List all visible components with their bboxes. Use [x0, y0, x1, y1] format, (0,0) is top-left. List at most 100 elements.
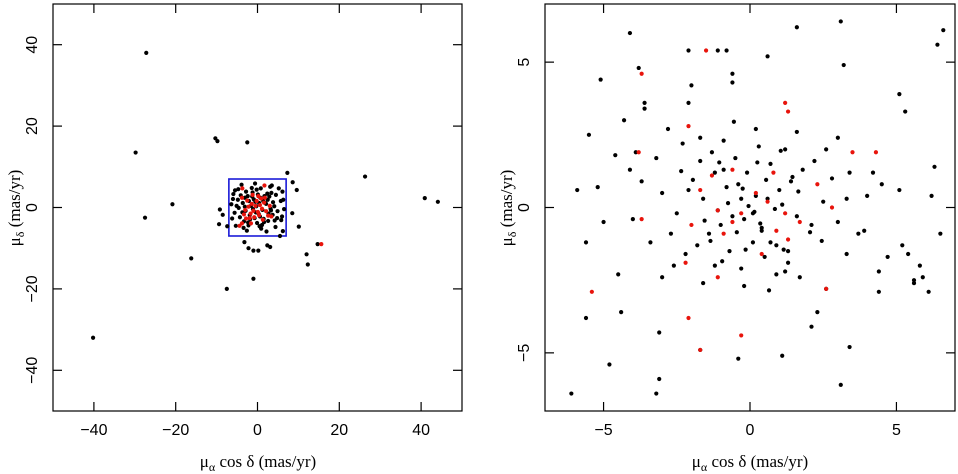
scatter-point [245, 140, 250, 145]
scatter-point [759, 225, 764, 230]
scatter-point [233, 223, 238, 228]
scatter-point [215, 139, 220, 144]
scatter-point [777, 187, 782, 193]
scatter-point [739, 266, 744, 271]
highlight-point [783, 100, 788, 105]
scatter-point [744, 170, 750, 175]
scatter-point [633, 150, 638, 155]
scatter-point [743, 247, 748, 252]
right-ylabel-delta: δ [505, 231, 519, 237]
scatter-point [935, 42, 940, 47]
scatter-point [727, 249, 732, 254]
scatter-point [217, 207, 222, 212]
scatter-point [752, 209, 757, 214]
scatter-point [569, 391, 574, 396]
scatter-point [583, 315, 589, 321]
scatter-point [252, 181, 258, 186]
scatter-point [701, 280, 706, 286]
scatter-point [765, 196, 770, 201]
scatter-point [783, 269, 788, 274]
scatter-point [766, 288, 772, 293]
scatter-point [304, 252, 309, 257]
scatter-point [601, 219, 606, 225]
highlight-point [257, 202, 263, 208]
scatter-point [736, 356, 741, 361]
scatter-point [251, 248, 256, 253]
scatter-point [225, 224, 230, 229]
scatter-point [229, 202, 234, 207]
right-scatter-points [569, 19, 946, 396]
scatter-point [774, 272, 779, 277]
highlight-point [636, 150, 641, 155]
highlight-point [850, 150, 855, 155]
y-tick-label: 20 [24, 117, 41, 135]
scatter-point [636, 65, 641, 71]
highlight-point [254, 198, 259, 204]
highlight-point [715, 208, 720, 213]
scatter-point [435, 199, 440, 204]
highlight-point [715, 275, 720, 280]
scatter-point [257, 224, 262, 229]
highlight-point [759, 251, 764, 257]
scatter-point [258, 186, 263, 191]
scatter-point [765, 54, 770, 59]
highlight-point [639, 71, 644, 76]
highlight-point [259, 206, 265, 211]
scatter-point [90, 335, 96, 340]
y-tick-label: 40 [24, 36, 41, 54]
scatter-point [268, 244, 273, 250]
scatter-point [750, 240, 756, 245]
highlight-point [771, 170, 776, 175]
scatter-point [838, 19, 843, 24]
highlight-point [252, 215, 257, 220]
right-y-axis-label: μδ (mas/yr) [497, 170, 519, 247]
left-x-axis-label: μα cos δ (mas/yr) [200, 452, 316, 474]
scatter-point [686, 187, 691, 193]
scatter-point [809, 324, 814, 329]
highlight-point [739, 211, 744, 216]
y-tick-label: −5 [516, 344, 533, 362]
highlight-point [815, 182, 820, 187]
highlight-point [239, 221, 245, 226]
scatter-point [273, 192, 279, 197]
highlight-point [253, 203, 258, 208]
scatter-point [785, 260, 791, 265]
scatter-point [903, 109, 908, 114]
left-ylabel-mu: μ [5, 237, 24, 246]
scatter-point [133, 150, 138, 155]
scatter-point [266, 218, 271, 224]
scatter-point [844, 251, 849, 257]
scatter-point [809, 222, 814, 228]
left-xlabel-mu: μ [200, 452, 209, 471]
scatter-point [671, 263, 676, 268]
left-ylabel-rest: (mas/yr) [5, 170, 24, 232]
scatter-point [847, 344, 852, 350]
scatter-point [305, 262, 310, 267]
right-xlabel-rest: cos δ (mas/yr) [707, 452, 808, 471]
scatter-point [844, 196, 849, 201]
scatter-point [755, 160, 760, 165]
scatter-point [144, 50, 149, 55]
scatter-point [189, 256, 194, 261]
highlight-point [257, 213, 262, 218]
highlight-point [686, 315, 691, 321]
y-tick-label: 0 [24, 203, 41, 212]
scatter-point [753, 126, 758, 132]
scatter-point [759, 228, 764, 233]
scatter-point [236, 187, 241, 192]
scatter-point [690, 177, 695, 182]
scatter-point [230, 196, 236, 202]
scatter-point [742, 283, 747, 289]
scatter-point [630, 217, 635, 222]
scatter-point [654, 155, 659, 161]
highlight-point [266, 213, 271, 218]
scatter-point [275, 209, 280, 214]
highlight-point [730, 219, 735, 225]
scatter-point [841, 62, 846, 68]
scatter-point [897, 187, 902, 193]
scatter-point [819, 238, 824, 244]
scatter-point [739, 196, 744, 201]
highlight-point [683, 260, 688, 265]
